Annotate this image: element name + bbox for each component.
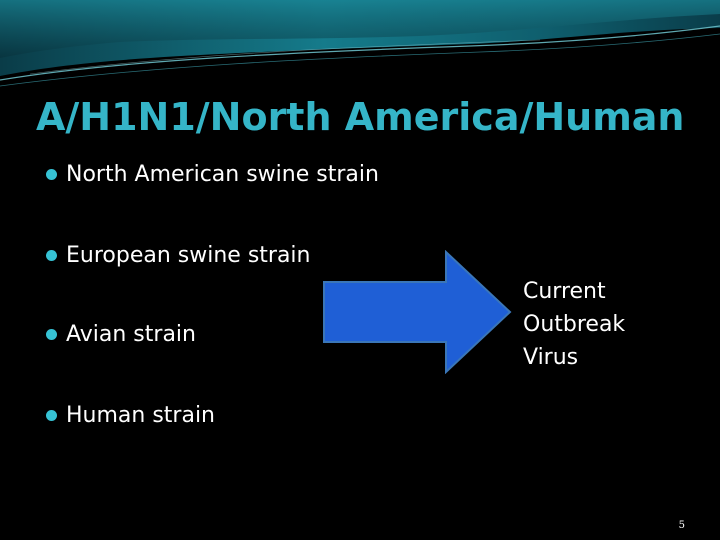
slide-title: A/H1N1/North America/Human xyxy=(36,95,685,139)
bullet-human: Human strain xyxy=(46,400,215,430)
header-wave-decoration xyxy=(0,0,720,87)
bullet-text: Avian strain xyxy=(66,321,196,347)
page-number: 5 xyxy=(678,520,685,531)
result-line: Virus xyxy=(523,345,579,370)
bullet-icon xyxy=(46,168,57,180)
bullet-icon xyxy=(46,328,57,340)
bullet-text: European swine strain xyxy=(66,242,311,268)
bullet-icon xyxy=(46,249,57,261)
result-line: Outbreak xyxy=(523,312,626,337)
bullet-icon xyxy=(46,409,57,421)
bullet-text: North American swine strain xyxy=(66,161,379,187)
result-line: Current xyxy=(523,279,606,304)
bullet-text: Human strain xyxy=(66,402,216,428)
bullet-avian: Avian strain xyxy=(46,319,196,349)
bullet-european-swine: European swine strain xyxy=(46,240,311,270)
right-arrow-icon xyxy=(323,250,512,374)
result-label: Current Outbreak Virus xyxy=(523,275,673,374)
bullet-north-american-swine: North American swine strain xyxy=(46,159,379,189)
